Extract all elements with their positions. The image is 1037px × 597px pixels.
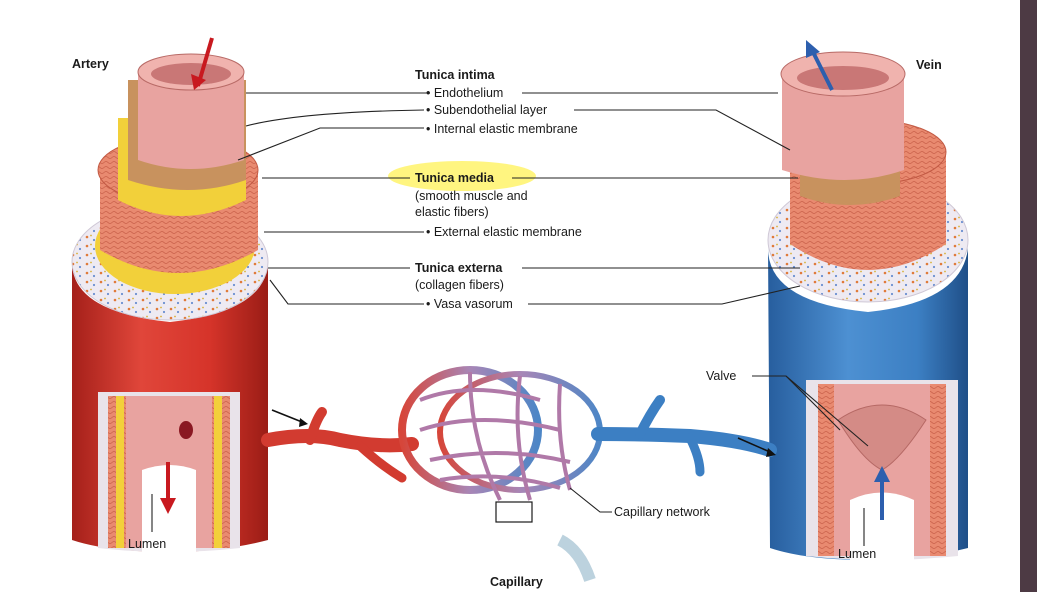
capillary-bed-illustration [261,366,777,583]
capillary-inset-box [495,501,533,523]
capillary-title: Capillary [490,575,543,589]
tunica-intima-label: Tunica intima [415,68,496,82]
tunica-externa-desc: (collagen fibers) [415,278,504,292]
tunica-externa-label: Tunica externa [415,261,503,275]
tunica-media-highlight [388,161,536,191]
vein-illustration [767,40,969,560]
artery-illustration [71,37,269,552]
artery-lumen-label: Lumen [128,537,166,551]
valve-label: Valve [706,369,736,383]
vein-lumen-label: Lumen [838,547,876,561]
artery-title: Artery [72,57,109,71]
tunica-media-desc-2: elastic fibers) [415,205,489,219]
vasa-vasorum-label: • Vasa vasorum [426,297,513,311]
window-edge-bar [1020,0,1037,592]
endothelium-label: • Endothelium [426,86,503,100]
capillary-network-label: Capillary network [614,505,711,519]
internal-elastic-membrane-label: • Internal elastic membrane [426,122,578,136]
tunica-media-desc-1: (smooth muscle and [415,189,528,203]
vein-title: Vein [916,58,942,72]
external-elastic-membrane-label: • External elastic membrane [426,225,582,239]
leader-lines [151,92,869,546]
tunica-media-label: Tunica media [415,171,495,185]
subendothelial-layer-label: • Subendothelial layer [426,103,547,117]
flow-direction-arrow-icon [810,49,834,91]
